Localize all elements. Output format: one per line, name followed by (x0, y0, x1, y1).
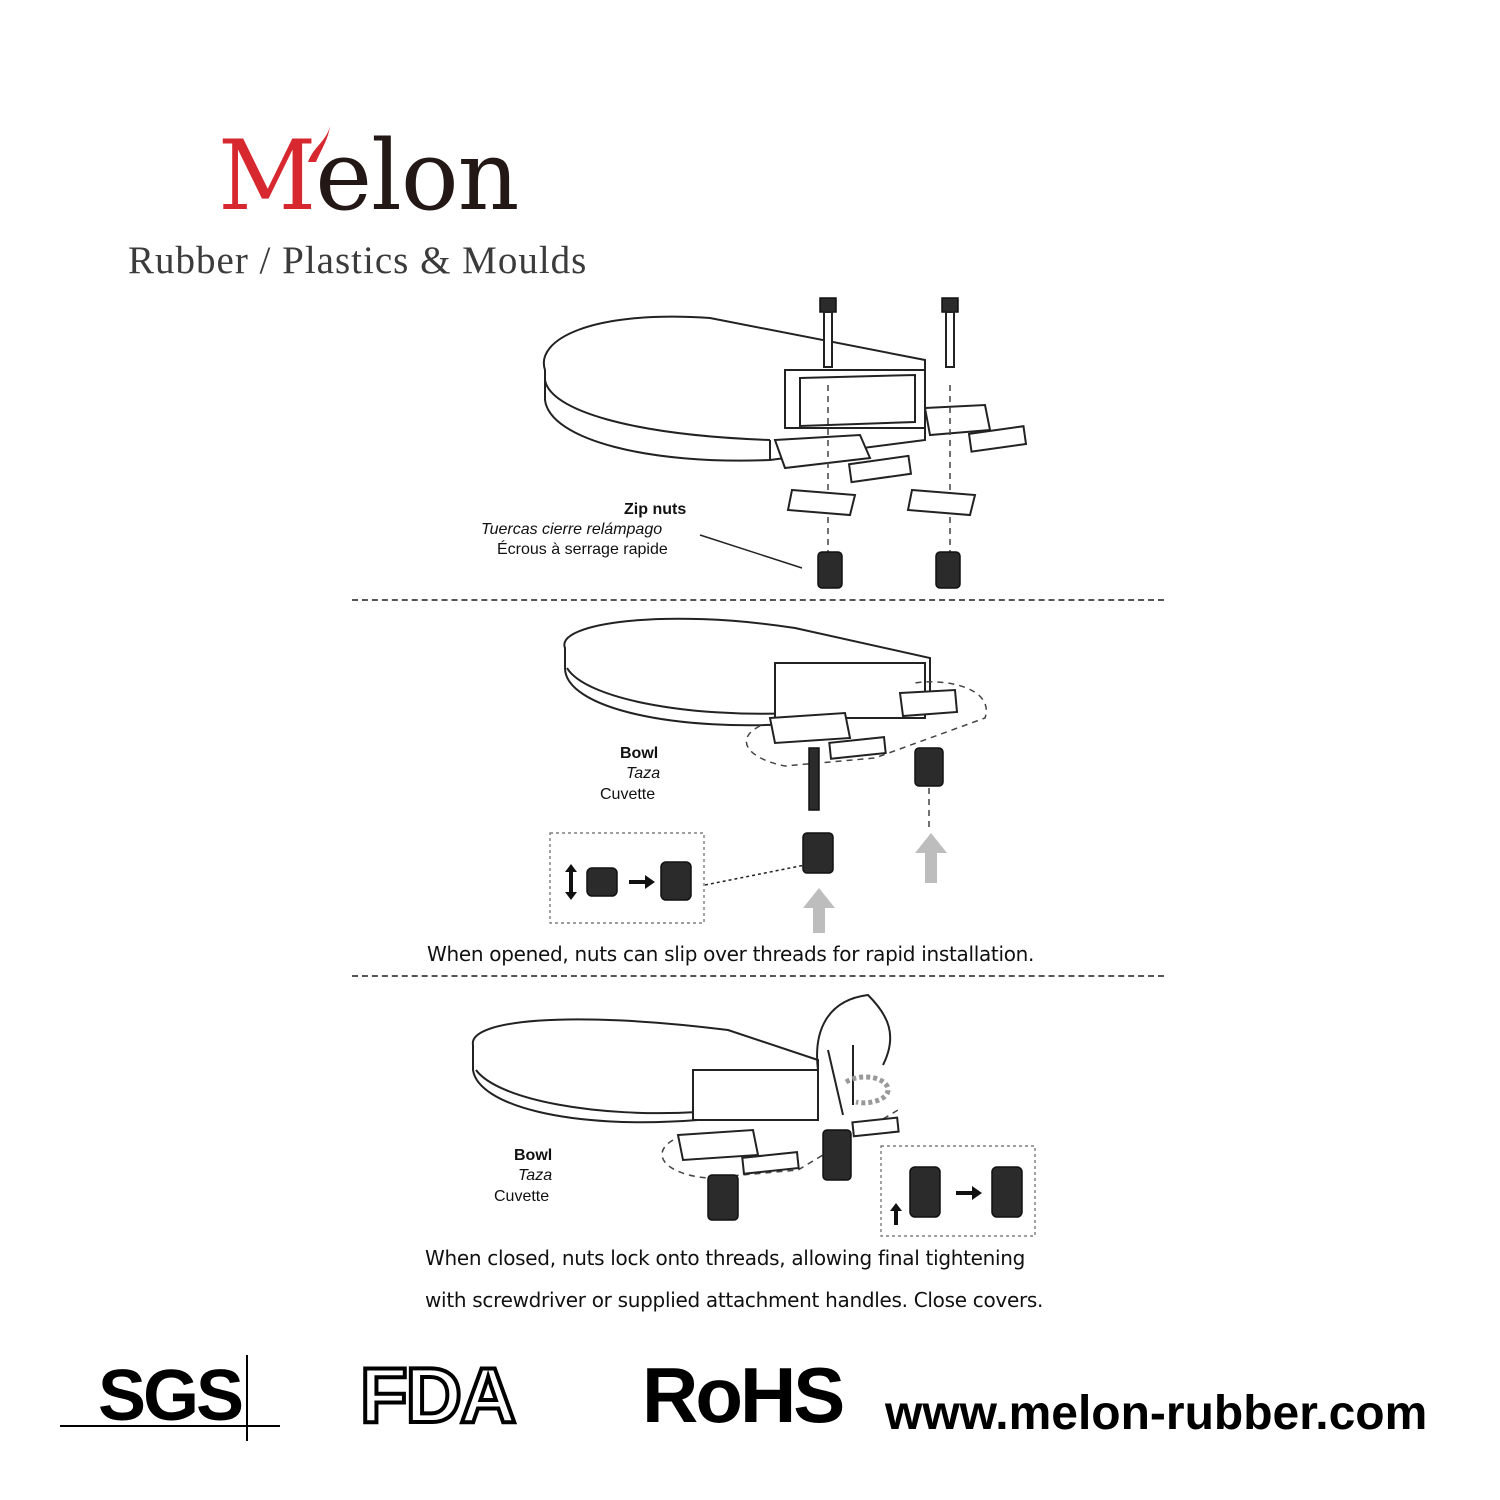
arrow-right-icon (956, 1186, 982, 1200)
step3-label-es: Taza (518, 1167, 553, 1184)
step3-inset (880, 1145, 1036, 1237)
hinge-right (851, 1116, 900, 1138)
step2-label-en: Bowl (620, 745, 659, 762)
brand-flame-icon (308, 126, 330, 162)
toilet-seat-icon (471, 1018, 819, 1124)
step2-illustration (563, 617, 988, 933)
step1-label-es: Tuercas cierre relámpago (481, 521, 663, 538)
zip-nut-icon (802, 747, 944, 874)
hinge-left (773, 433, 913, 484)
arrow-up-icon (803, 833, 947, 933)
hinge-left (676, 1128, 800, 1175)
step3-label-fr: Cuvette (494, 1188, 550, 1205)
sgs-logo: SGS (60, 1355, 280, 1445)
step2-caption: When opened, nuts can slip over threads … (427, 942, 1035, 966)
section-divider-2 (352, 975, 1164, 977)
hand-icon (816, 993, 892, 1116)
toilet-seat-icon (542, 315, 926, 462)
step1-label-fr: Écrous à serrage rapide (497, 541, 668, 558)
step2-inset (549, 832, 705, 924)
brand-logo-initial: M (218, 120, 316, 232)
step2-label-fr: Cuvette (600, 786, 656, 803)
brand-tagline: Rubber / Plastics & Moulds (128, 239, 588, 282)
brand-logo: Melon (218, 128, 519, 224)
arrow-right-icon (629, 875, 655, 889)
washer-plates (786, 488, 977, 517)
step3-caption-line1: When closed, nuts lock onto threads, all… (425, 1246, 1026, 1270)
fda-logo-text: FDA (358, 1349, 518, 1441)
website-url[interactable]: www.melon-rubber.com (885, 1387, 1428, 1440)
bolt-icon (819, 297, 959, 368)
brand-logo-rest: elon (315, 120, 519, 232)
rohs-logo: RoHS (642, 1351, 845, 1439)
step1-illustration (542, 297, 1028, 589)
fda-logo: FDA (358, 1349, 555, 1441)
toilet-seat-icon (563, 617, 931, 727)
arrow-up-icon (890, 1203, 902, 1225)
hinge-right (898, 688, 959, 718)
zip-nut-icon (707, 1129, 852, 1221)
step3-label-en: Bowl (514, 1147, 553, 1164)
double-arrow-icon (565, 864, 577, 900)
rotate-arrow-icon (844, 1074, 891, 1106)
hinge-right (923, 403, 1028, 453)
hinge-left (768, 711, 887, 760)
step2-label-es: Taza (626, 765, 661, 782)
step3-illustration (471, 993, 900, 1221)
step2-connector (704, 864, 806, 886)
step1-label-en: Zip nuts (624, 501, 687, 518)
sgs-logo-text: SGS (98, 1356, 244, 1436)
zip-nut-icon (817, 551, 961, 589)
bolt-icon (808, 747, 820, 811)
step3-caption-line2: with screwdriver or supplied attachment … (425, 1288, 1044, 1312)
section-divider-1 (352, 599, 1164, 601)
